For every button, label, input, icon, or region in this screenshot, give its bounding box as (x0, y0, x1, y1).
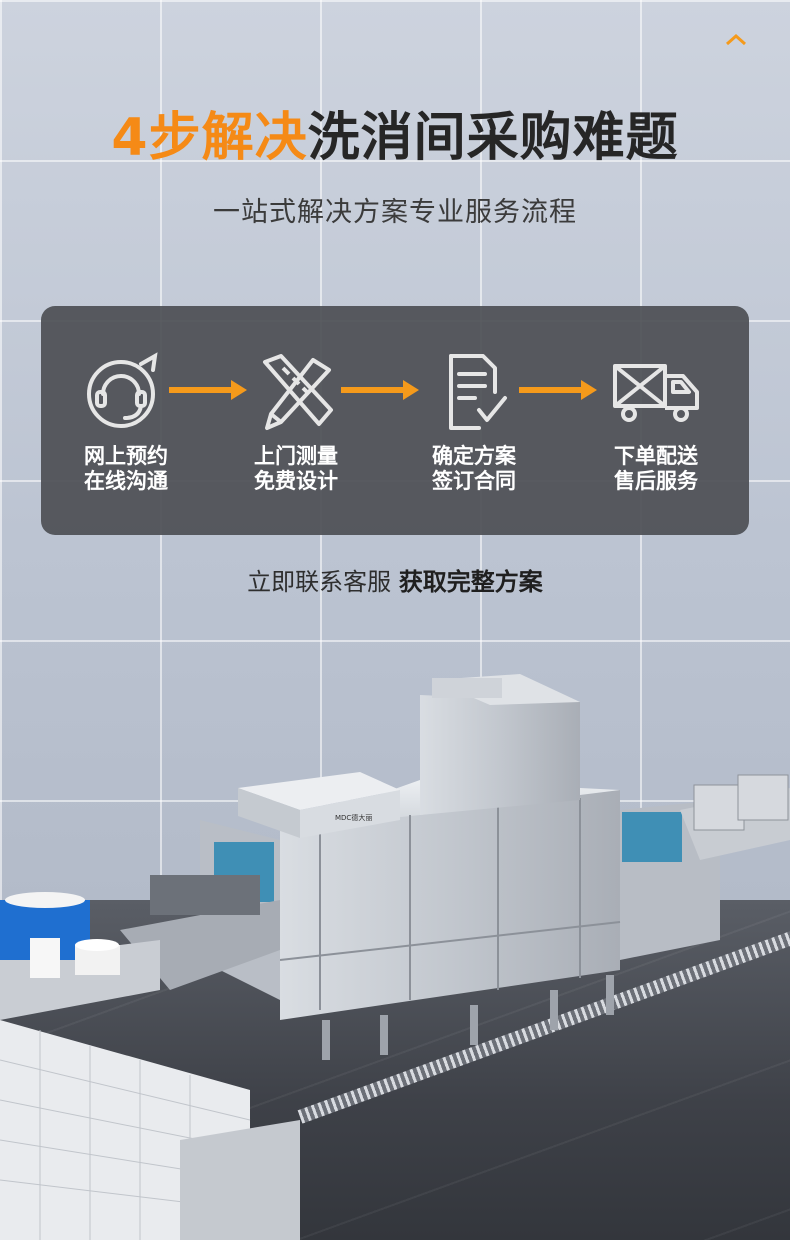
process-step-2: 上门测量 免费设计 (231, 306, 361, 494)
step-2-line-1: 上门测量 (254, 444, 338, 468)
step-4-line-2: 售后服务 (614, 469, 698, 493)
process-step-1: 网上预约 在线沟通 (61, 306, 191, 494)
chevron-up-icon[interactable] (724, 30, 748, 48)
step-2-line-2: 免费设计 (254, 469, 338, 493)
step-4-line-1: 下单配送 (614, 444, 698, 468)
service-process-card: 网上预约 在线沟通 上门测量 免费设计 (41, 306, 749, 535)
arrow-right-icon (341, 380, 419, 400)
arrow-right-icon (519, 380, 597, 400)
headset-icon (87, 352, 158, 428)
contact-cta[interactable]: 立即联系客服 获取完整方案 (0, 562, 790, 597)
arrow-right-icon (169, 380, 247, 400)
step-3-line-2: 签订合同 (432, 469, 516, 493)
design-tools-icon (263, 354, 333, 430)
cta-strong-text: 获取完整方案 (398, 568, 543, 596)
title-rest: 洗消间采购难题 (307, 108, 679, 168)
contract-icon (449, 354, 507, 430)
step-1-line-1: 网上预约 (84, 444, 168, 468)
process-step-4: 下单配送 售后服务 (591, 306, 721, 494)
step-3-line-1: 确定方案 (432, 444, 516, 468)
page-title: 4步解决洗消间采购难题 (0, 95, 790, 170)
machine-brand-label: MDC德大丽 (335, 813, 372, 822)
page-subtitle: 一站式解决方案专业服务流程 (213, 197, 577, 228)
process-step-3: 确定方案 签订合同 (409, 306, 539, 494)
delivery-truck-icon (613, 364, 699, 422)
cta-normal-text: 立即联系客服 (247, 568, 392, 596)
step-1-line-2: 在线沟通 (84, 469, 168, 493)
title-highlight: 4步解决 (111, 108, 308, 168)
dishwasher-machine-photo: MDC德大丽 (0, 674, 790, 1240)
